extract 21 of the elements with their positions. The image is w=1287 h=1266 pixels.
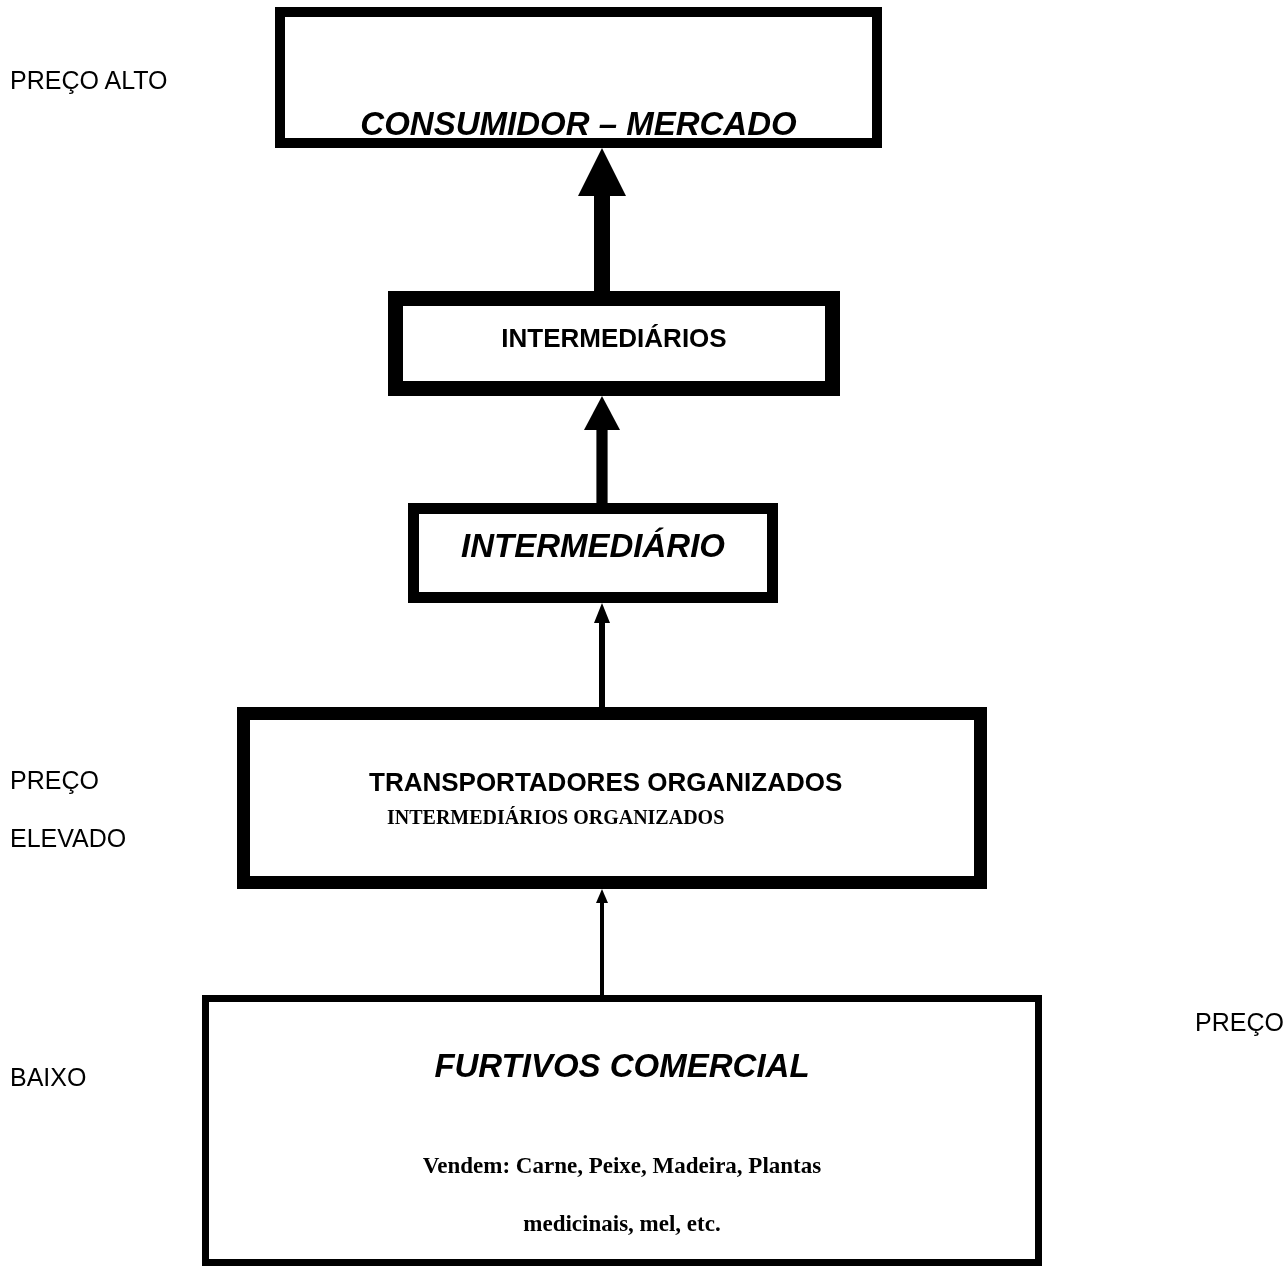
box-title: TRANSPORTADORES ORGANIZADOS bbox=[369, 767, 843, 798]
arrow bbox=[578, 148, 626, 291]
arrow bbox=[596, 889, 608, 995]
process-box bbox=[408, 503, 778, 603]
box-title: CONSUMIDOR – MERCADO bbox=[359, 105, 798, 143]
box-title: FURTIVOS COMERCIAL bbox=[433, 1047, 811, 1085]
price-label: PREÇO bbox=[1195, 1008, 1284, 1037]
price-label: PREÇO bbox=[10, 766, 99, 795]
process-box bbox=[202, 995, 1042, 1266]
price-label: PREÇO ALTO bbox=[10, 66, 168, 95]
price-label: ELEVADO bbox=[10, 824, 127, 853]
price-label: BAIXO bbox=[10, 1063, 87, 1092]
process-box bbox=[388, 291, 840, 396]
process-box bbox=[237, 707, 987, 889]
box-title: INTERMEDIÁRIOS bbox=[500, 323, 728, 354]
arrow bbox=[594, 603, 610, 707]
box-text: Vendem: Carne, Peixe, Madeira, Plantas medicinais, mel, etc. bbox=[421, 1152, 823, 1238]
box-text: INTERMEDIÁRIOS ORGANIZADOS bbox=[387, 806, 725, 829]
box-title: INTERMEDIÁRIO bbox=[460, 527, 726, 565]
arrow bbox=[584, 396, 620, 503]
process-box bbox=[275, 7, 882, 148]
